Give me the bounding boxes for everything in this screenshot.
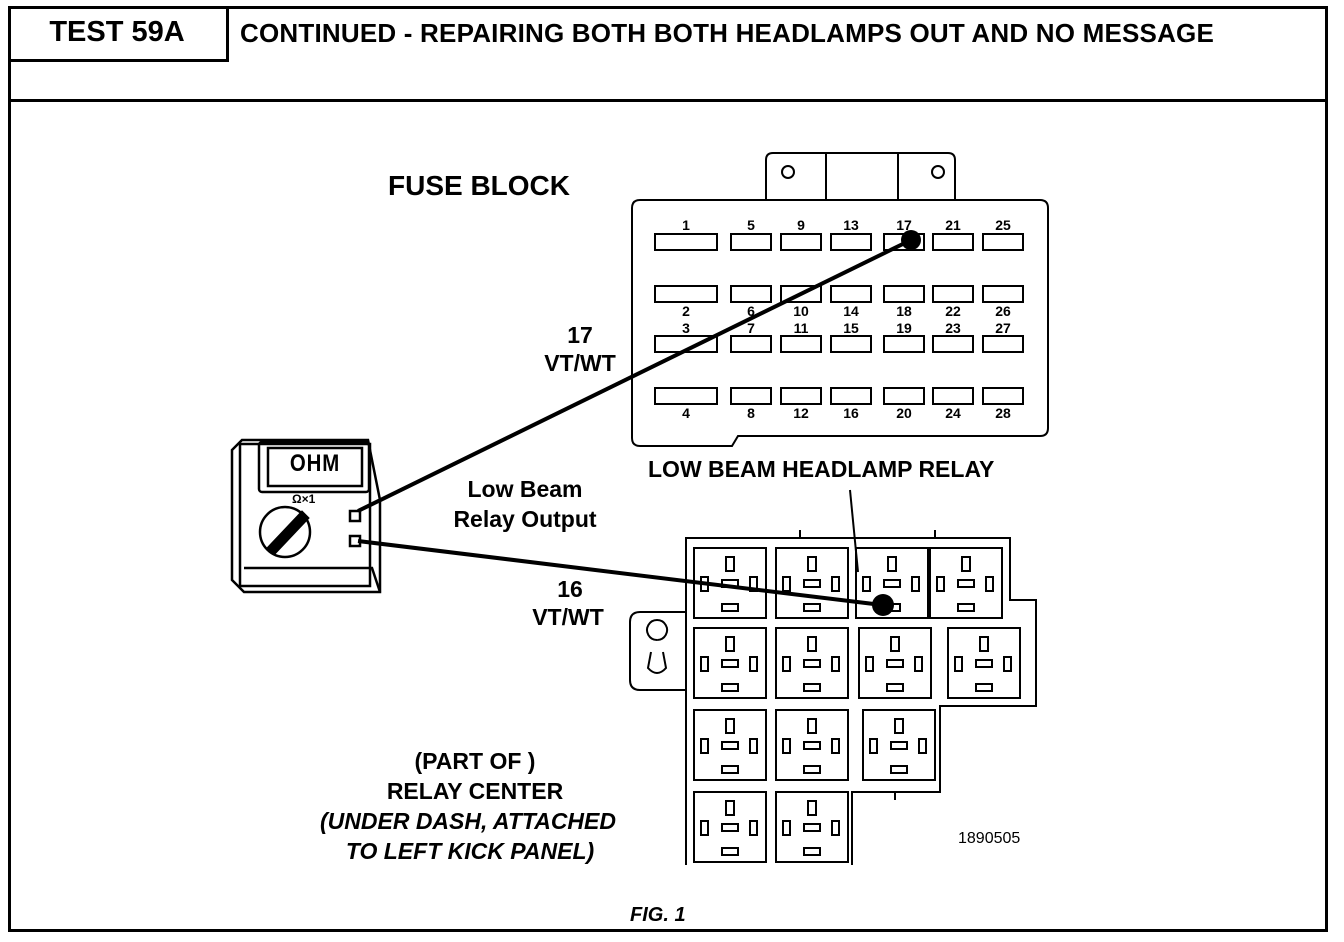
fuse-slot [932,387,974,405]
fuse-slots [654,233,1024,405]
fuse-number: 11 [794,320,809,336]
fuse-number: 27 [995,320,1011,336]
fuse-number: 7 [747,320,755,336]
relay-socket [775,791,849,863]
fuse-number: 1 [682,217,690,233]
probe-point-fuse-17 [901,230,921,250]
fuse-number: 21 [945,217,961,233]
fuse-slot [780,285,822,303]
relay-socket [693,709,767,781]
relay-center-line4: TO LEFT KICK PANEL) [345,838,595,864]
relay-socket [775,627,849,699]
fuse-slot [830,335,872,353]
fuse-number: 2 [682,303,690,319]
fuse-slot [730,335,772,353]
ohmmeter [230,438,382,594]
fuse-slot [654,285,718,303]
fuse-number: 26 [995,303,1011,319]
relay-center [629,530,1037,865]
fuse-slot [780,335,822,353]
wire-bottom-color: VT/WT [532,604,604,630]
relay-center-line1: (PART OF ) [414,748,536,774]
low-beam-relay-label: LOW BEAM HEADLAMP RELAY [648,456,995,482]
fuse-number: 10 [793,303,809,319]
fuse-number: 18 [896,303,912,319]
relay-output-line2: Relay Output [453,506,597,532]
header-row [8,6,1328,102]
fuse-number: 13 [843,217,859,233]
fuse-number: 9 [797,217,805,233]
relay-socket [855,547,929,619]
fuse-slot [932,335,974,353]
fuse-slot [883,285,925,303]
fuse-block-label: FUSE BLOCK [388,170,570,201]
diagram-frame [8,6,1328,932]
fuse-slot [730,387,772,405]
fuse-number: 16 [843,405,859,421]
fuse-number: 5 [747,217,755,233]
fuse-number: 23 [945,320,961,336]
fuse-number: 6 [747,303,755,319]
figure-label: FIG. 1 [630,904,686,926]
fuse-number: 22 [945,303,961,319]
relay-socket [862,709,936,781]
wire-bottom-circuit: 16 [557,576,583,602]
fuse-slot [654,233,718,251]
relay-socket [693,627,767,699]
wire-circuit-17 [357,230,921,513]
fuse-slot [730,233,772,251]
fuse-number: 28 [995,405,1011,421]
fuse-slot [830,285,872,303]
relay-socket [947,627,1021,699]
wire-top-color: VT/WT [544,350,616,376]
fuse-number: 20 [896,405,912,421]
fuse-number: 24 [945,405,961,421]
fuse-number: 14 [843,303,859,319]
fuse-number: 12 [793,405,809,421]
relay-output-line1: Low Beam [467,476,583,502]
fuse-number: 8 [747,405,755,421]
fuse-slot [982,285,1024,303]
fuse-slot [780,387,822,405]
fuse-slot [830,233,872,251]
fuse-number: 19 [896,320,912,336]
relay-socket [775,709,849,781]
relay-center-line3: (UNDER DASH, ATTACHED [319,808,616,834]
test-id: TEST 59A [8,6,229,62]
probe-point-relay-output [872,594,894,616]
fuse-number: 4 [682,405,690,421]
fuse-slot [780,233,822,251]
fuse-slot [883,335,925,353]
fuse-slot [932,233,974,251]
relay-sockets [693,547,1021,863]
fuse-slot [982,233,1024,251]
fuse-slot [982,387,1024,405]
fuse-number: 15 [843,320,859,336]
relay-socket [775,547,849,619]
fuse-number: 25 [995,217,1011,233]
fuse-slot [830,387,872,405]
fuse-slot [982,335,1024,353]
wire-top-circuit: 17 [567,322,593,348]
fuse-slot [932,285,974,303]
fuse-slot [883,387,925,405]
page-title: CONTINUED - REPAIRING BOTH BOTH HEADLAMP… [240,18,1215,48]
fuse-block [631,152,1049,447]
meter-display: OHM [289,450,341,477]
relay-socket [929,547,1003,619]
fuse-slot [654,387,718,405]
fuse-slot [730,285,772,303]
figure-code: 1890505 [958,830,1021,847]
relay-leader-line [849,489,859,573]
relay-socket [858,627,932,699]
relay-center-line2: RELAY CENTER [386,778,564,804]
relay-socket [693,791,767,863]
fuse-number: 17 [896,217,912,233]
fuse-number: 3 [682,320,690,336]
meter-range-label: Ω×1 [292,492,316,506]
wire-circuit-16 [357,539,894,616]
